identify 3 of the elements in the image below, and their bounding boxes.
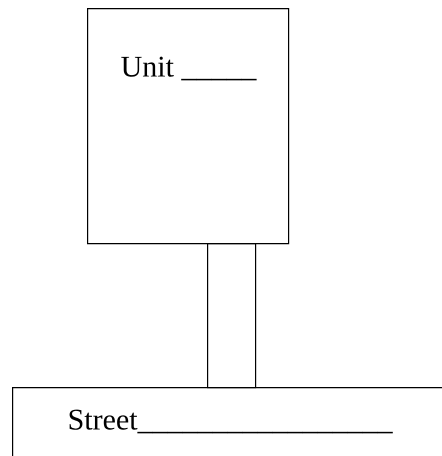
post: [207, 243, 256, 388]
street-box: Street_________________: [12, 387, 442, 456]
sign-box: Unit _____: [87, 8, 290, 244]
